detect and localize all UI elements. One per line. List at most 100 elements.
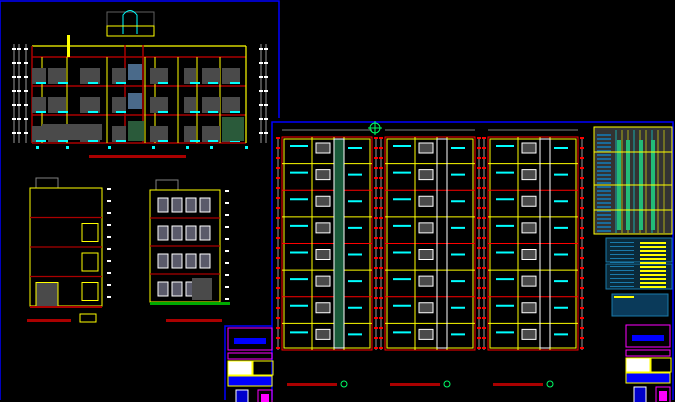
- grid-marker: [66, 146, 69, 149]
- annotation-mark: [158, 82, 168, 84]
- dimension-tick: [225, 298, 229, 300]
- room-label: [554, 253, 568, 256]
- dim-tick: [374, 317, 378, 319]
- dimension-tick: [259, 118, 263, 120]
- dim-tick: [580, 337, 584, 339]
- annotation-mark: [58, 111, 68, 113]
- elevation-label-box: [79, 313, 97, 323]
- table-row-text: [597, 230, 611, 232]
- table-row-text: [597, 210, 611, 212]
- logo-icon: [235, 389, 249, 402]
- roof-tower: [106, 11, 155, 37]
- dim-tick: [374, 197, 378, 199]
- room-label: [290, 224, 308, 227]
- room-label: [348, 253, 362, 256]
- room-label: [496, 145, 514, 147]
- window: [157, 253, 169, 269]
- dim-tick: [580, 277, 584, 279]
- dim-tick: [276, 137, 280, 139]
- logo-icon: [655, 386, 671, 402]
- roof-parapet: [106, 25, 155, 37]
- table-row-text: [597, 198, 611, 200]
- dim-tick: [276, 307, 280, 309]
- window: [81, 252, 99, 272]
- dimension-tick: [225, 274, 229, 276]
- room-label: [290, 278, 308, 281]
- annotation-mark: [88, 111, 98, 113]
- room-label: [393, 278, 411, 281]
- dim-tick: [379, 207, 383, 209]
- room-label: [451, 333, 465, 336]
- dim-tick: [580, 267, 584, 269]
- furniture: [315, 302, 331, 314]
- dim-tick: [477, 227, 481, 229]
- dim-tick: [477, 207, 481, 209]
- room-label: [554, 147, 568, 149]
- room-label: [554, 200, 568, 203]
- dimension-tick: [17, 118, 21, 120]
- furniture: [418, 142, 434, 154]
- logo-mark: [261, 394, 269, 402]
- room-label: [451, 147, 465, 149]
- title-blocks: [227, 324, 672, 402]
- floor-plans: [276, 129, 584, 388]
- dim-tick: [580, 317, 584, 319]
- title-block-cell: [252, 360, 274, 376]
- dimension-tick: [107, 260, 111, 262]
- dim-tick: [482, 267, 486, 269]
- dim-tick: [379, 157, 383, 159]
- dimension-tick: [225, 238, 229, 240]
- table-row-text: [597, 154, 611, 156]
- furniture: [112, 126, 126, 142]
- dimension-tick: [225, 250, 229, 252]
- window: [199, 253, 211, 269]
- table-row-text: [610, 254, 634, 255]
- grid-marker: [108, 146, 111, 149]
- window: [185, 253, 197, 269]
- dim-tick: [379, 187, 383, 189]
- table-row-text: [640, 246, 666, 248]
- title-block: [625, 324, 672, 402]
- grid-marker: [210, 146, 213, 149]
- window-schedule-table: [605, 263, 673, 290]
- furniture: [521, 169, 537, 181]
- dim-tick: [276, 217, 280, 219]
- annotation-mark: [36, 111, 46, 113]
- dim-tick: [477, 317, 481, 319]
- dim-tick: [482, 317, 486, 319]
- dim-tick: [482, 257, 486, 259]
- dimension-tick: [225, 262, 229, 264]
- furniture: [202, 68, 220, 84]
- dimension-tick: [107, 272, 111, 274]
- dim-tick: [276, 147, 280, 149]
- dim-tick: [580, 207, 584, 209]
- dim-tick: [276, 277, 280, 279]
- dim-tick: [379, 327, 383, 329]
- dim-tick: [482, 277, 486, 279]
- table-row-text: [640, 274, 666, 276]
- dim-tick: [379, 177, 383, 179]
- table-row-text: [597, 170, 611, 172]
- dim-tick: [482, 227, 486, 229]
- plan-title-marker: [546, 380, 554, 388]
- dimension-tick: [264, 48, 268, 50]
- floor-plan-2: [379, 129, 481, 388]
- dim-tick: [477, 177, 481, 179]
- car: [42, 124, 102, 140]
- annotation-mark: [58, 140, 68, 142]
- room-label: [496, 224, 514, 227]
- dimension-tick: [225, 286, 229, 288]
- window: [171, 197, 183, 213]
- dimension-tick: [225, 202, 229, 204]
- furniture: [521, 195, 537, 207]
- furniture: [222, 68, 240, 84]
- notes-title: [614, 296, 634, 298]
- furniture: [184, 68, 196, 84]
- dim-tick: [482, 347, 486, 349]
- table-row-text: [640, 262, 666, 264]
- sheet-frame-left: [0, 0, 280, 400]
- room-label: [554, 226, 568, 229]
- annotation-mark: [58, 82, 68, 84]
- table-row-text: [597, 190, 611, 192]
